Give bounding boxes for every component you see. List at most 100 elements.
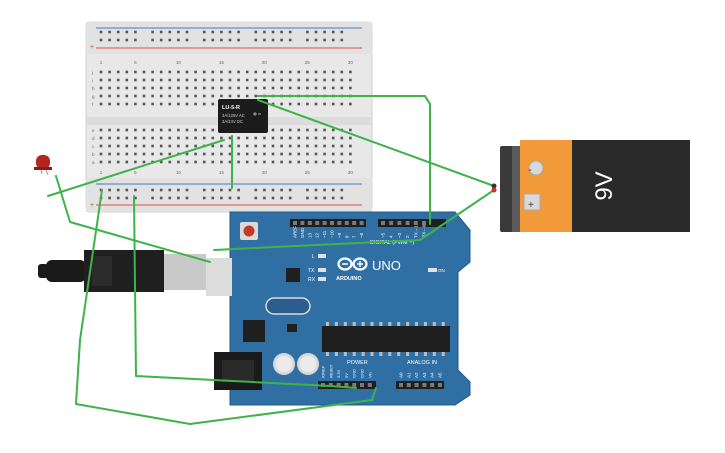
breadboard-hole[interactable] <box>159 128 163 132</box>
breadboard-hole[interactable] <box>134 188 137 192</box>
breadboard-hole[interactable] <box>314 152 318 156</box>
breadboard-hole[interactable] <box>237 30 240 34</box>
breadboard-hole[interactable] <box>142 94 146 98</box>
breadboard-hole[interactable] <box>202 160 206 164</box>
breadboard-hole[interactable] <box>211 102 215 106</box>
breadboard-hole[interactable] <box>125 152 129 156</box>
breadboard-hole[interactable] <box>185 160 189 164</box>
breadboard-hole[interactable] <box>306 86 309 90</box>
breadboard-hole[interactable] <box>168 152 172 156</box>
breadboard-hole[interactable] <box>254 38 258 42</box>
breadboard-hole[interactable] <box>125 144 129 148</box>
breadboard-hole[interactable] <box>151 30 154 34</box>
breadboard-hole[interactable] <box>151 102 154 106</box>
breadboard-hole[interactable] <box>280 188 283 192</box>
breadboard-hole[interactable] <box>220 136 223 140</box>
breadboard-hole[interactable] <box>134 196 137 200</box>
breadboard-hole[interactable] <box>340 38 344 42</box>
breadboard-hole[interactable] <box>280 136 283 140</box>
breadboard-hole[interactable] <box>280 102 283 106</box>
breadboard-hole[interactable] <box>254 78 258 82</box>
breadboard-hole[interactable] <box>125 188 129 192</box>
breadboard-hole[interactable] <box>211 78 215 82</box>
breadboard-hole[interactable] <box>211 128 215 132</box>
breadboard-hole[interactable] <box>151 196 154 200</box>
digital-pin[interactable] <box>359 221 364 225</box>
breadboard-hole[interactable] <box>271 70 275 74</box>
breadboard-hole[interactable] <box>168 144 172 148</box>
breadboard-hole[interactable] <box>228 30 232 34</box>
breadboard-hole[interactable] <box>314 188 318 192</box>
breadboard-hole[interactable] <box>168 128 172 132</box>
wire-5v-rail[interactable] <box>133 195 357 389</box>
breadboard-hole[interactable] <box>288 70 292 74</box>
breadboard-hole[interactable] <box>185 144 189 148</box>
digital-pin[interactable] <box>381 221 385 225</box>
breadboard-hole[interactable] <box>288 38 292 42</box>
breadboard-hole[interactable] <box>340 160 344 164</box>
breadboard-hole[interactable] <box>168 160 172 164</box>
breadboard-hole[interactable] <box>194 160 197 164</box>
breadboard-hole[interactable] <box>349 102 352 106</box>
breadboard-hole[interactable] <box>297 102 301 106</box>
breadboard-hole[interactable] <box>331 86 335 90</box>
digital-pin[interactable] <box>307 221 312 225</box>
breadboard-hole[interactable] <box>340 30 344 34</box>
breadboard-hole[interactable] <box>177 30 180 34</box>
breadboard-hole[interactable] <box>108 94 111 98</box>
digital-pin[interactable] <box>413 221 418 225</box>
breadboard-hole[interactable] <box>202 94 206 98</box>
breadboard-hole[interactable] <box>202 188 206 192</box>
breadboard-hole[interactable] <box>99 78 103 82</box>
breadboard-hole[interactable] <box>245 86 249 90</box>
breadboard-hole[interactable] <box>228 196 232 200</box>
breadboard-hole[interactable] <box>331 196 335 200</box>
breadboard-hole[interactable] <box>99 102 103 106</box>
breadboard-hole[interactable] <box>194 78 197 82</box>
digital-pin[interactable] <box>300 221 305 225</box>
breadboard-hole[interactable] <box>331 128 335 132</box>
breadboard-hole[interactable] <box>177 136 180 140</box>
breadboard-hole[interactable] <box>288 86 292 90</box>
breadboard-hole[interactable] <box>314 70 318 74</box>
breadboard-hole[interactable] <box>323 38 326 42</box>
bottom-pin-holes[interactable] <box>321 383 442 387</box>
breadboard-hole[interactable] <box>108 152 111 156</box>
breadboard-hole[interactable] <box>159 38 163 42</box>
breadboard-hole[interactable] <box>349 128 352 132</box>
breadboard-hole[interactable] <box>271 144 275 148</box>
breadboard-hole[interactable] <box>280 70 283 74</box>
breadboard-hole[interactable] <box>99 136 103 140</box>
breadboard-hole[interactable] <box>185 30 189 34</box>
breadboard-hole[interactable] <box>99 38 103 42</box>
breadboard-hole[interactable] <box>245 160 249 164</box>
breadboard-hole[interactable] <box>245 136 249 140</box>
breadboard-hole[interactable] <box>237 38 240 42</box>
breadboard-hole[interactable] <box>220 196 223 200</box>
breadboard-hole[interactable] <box>125 196 129 200</box>
breadboard-hole[interactable] <box>306 188 309 192</box>
breadboard-hole[interactable] <box>228 160 232 164</box>
breadboard-hole[interactable] <box>271 196 275 200</box>
analog-pin[interactable] <box>422 383 427 387</box>
breadboard-hole[interactable] <box>263 78 266 82</box>
breadboard-hole[interactable] <box>177 78 180 82</box>
analog-pin[interactable] <box>399 383 403 387</box>
breadboard-hole[interactable] <box>99 70 103 74</box>
breadboard-hole[interactable] <box>263 160 266 164</box>
breadboard-hole[interactable] <box>280 160 283 164</box>
breadboard-hole[interactable] <box>323 196 326 200</box>
breadboard-hole[interactable] <box>159 136 163 140</box>
breadboard-hole[interactable] <box>254 70 258 74</box>
breadboard-hole[interactable] <box>108 78 111 82</box>
breadboard-hole[interactable] <box>271 128 275 132</box>
breadboard-hole[interactable] <box>108 86 111 90</box>
breadboard-hole[interactable] <box>159 152 163 156</box>
breadboard-hole[interactable] <box>331 188 335 192</box>
breadboard-hole[interactable] <box>288 160 292 164</box>
breadboard-hole[interactable] <box>116 128 120 132</box>
breadboard-hole[interactable] <box>228 70 232 74</box>
breadboard-hole[interactable] <box>271 188 275 192</box>
breadboard-hole[interactable] <box>202 70 206 74</box>
breadboard-hole[interactable] <box>185 152 189 156</box>
